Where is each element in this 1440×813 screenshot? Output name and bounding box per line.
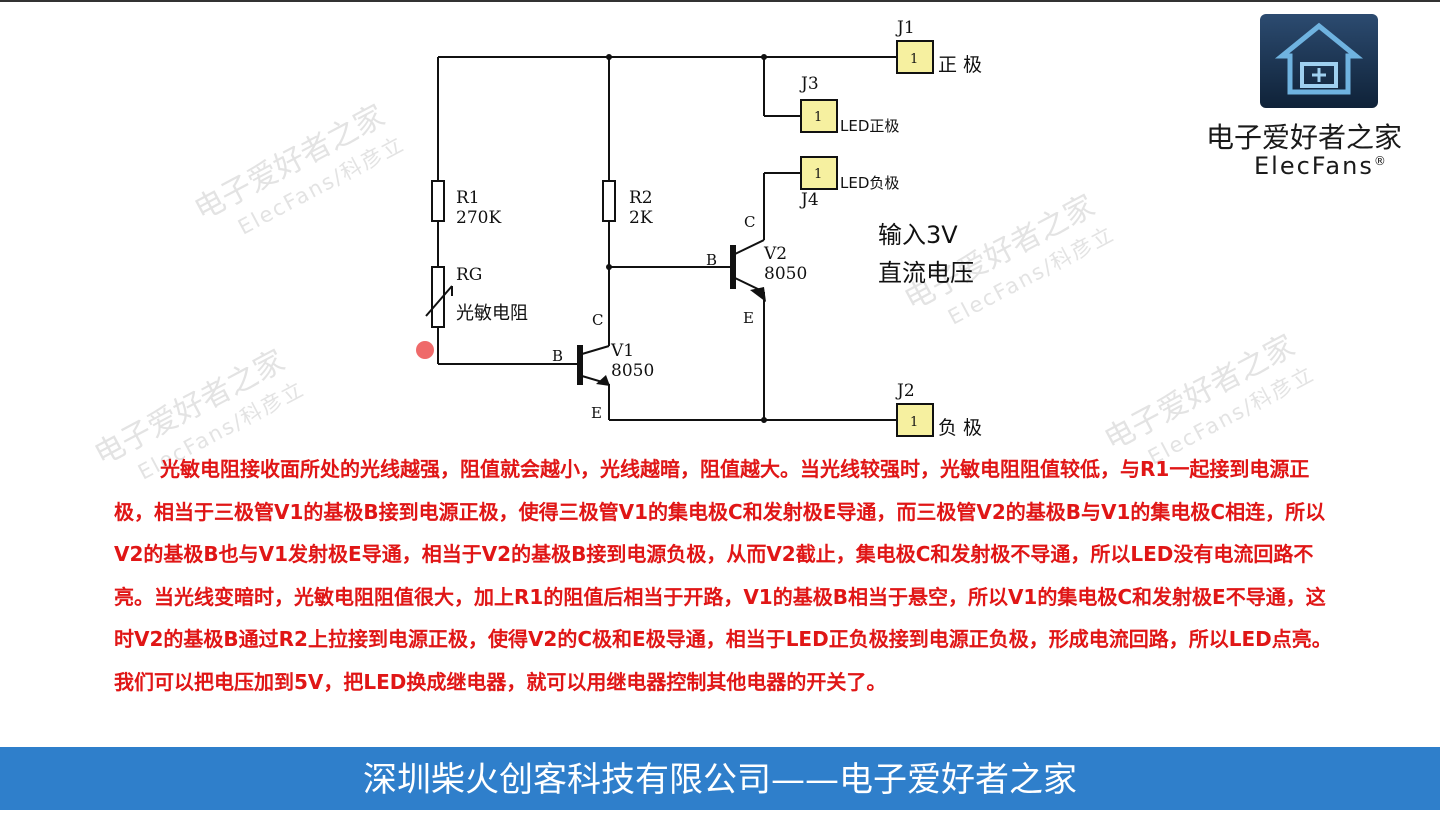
logo-title-en: ElecFans® (1254, 152, 1388, 180)
logo-en-text: ElecFans (1254, 152, 1374, 180)
junction-dots (606, 54, 767, 423)
house-chip-logo-icon (1260, 14, 1378, 108)
r1-value: 270K (456, 208, 501, 228)
v2-ref: V2 (763, 244, 787, 264)
photoresistor-rg (425, 266, 453, 328)
r2-ref: R2 (629, 188, 653, 208)
connector-j3-label: LED正极 (840, 117, 899, 135)
note-line1: 输入3V (878, 221, 958, 249)
v1-base-label: B (552, 347, 563, 365)
note-line2: 直流电压 (878, 259, 974, 287)
connector-j4 (800, 156, 838, 190)
r2-value: 2K (629, 208, 653, 228)
connector-j2-ref: J2 (895, 381, 915, 401)
r1-ref: R1 (456, 188, 480, 208)
connector-j1-ref: J1 (895, 18, 915, 38)
logo-registered-mark: ® (1373, 154, 1388, 168)
description-text: 光敏电阻接收面所处的光线越强，阻值就会越小，光线越暗，阻值越大。当光线较强时，光… (114, 457, 1332, 694)
circuit-schematic: J1 1 正 极 J3 1 LED正极 1 LED负极 J4 J2 1 负 极 … (416, 18, 982, 439)
connector-j4-label: LED负极 (840, 174, 899, 192)
resistor-r1 (431, 180, 445, 222)
connector-j4-pin: 1 (814, 167, 822, 182)
connector-j1 (896, 40, 934, 74)
cursor-dot (416, 341, 434, 359)
connector-j2-pin: 1 (910, 415, 918, 430)
v1-collector-label: C (592, 311, 603, 329)
v2-emitter-label: E (743, 309, 754, 327)
rg-label: 光敏电阻 (456, 303, 528, 324)
connector-j2-label: 负 极 (938, 417, 982, 439)
logo-title-cn: 电子爱好者之家 (1206, 121, 1403, 154)
v1-emitter-label: E (591, 404, 602, 422)
connector-j1-label: 正 极 (938, 54, 982, 76)
top-border (0, 0, 1440, 2)
connector-j3-ref: J3 (799, 74, 819, 94)
transistor-v2 (730, 245, 766, 302)
transistor-v1 (577, 345, 610, 386)
v1-value: 8050 (611, 361, 654, 381)
rg-ref: RG (456, 265, 482, 285)
v2-base-label: B (706, 251, 717, 269)
connector-j1-pin: 1 (910, 52, 918, 67)
resistor-r2 (602, 180, 616, 222)
v1-ref: V1 (610, 341, 634, 361)
footer-text: 深圳柴火创客科技有限公司——电子爱好者之家 (363, 760, 1077, 800)
v2-value: 8050 (764, 264, 807, 284)
footer-bar: 深圳柴火创客科技有限公司——电子爱好者之家 (0, 747, 1440, 810)
connector-j4-ref: J4 (799, 190, 819, 210)
v2-collector-label: C (744, 213, 755, 231)
wires (437, 56, 896, 421)
connector-j2 (896, 403, 934, 437)
connector-j3 (800, 99, 838, 133)
connector-j3-pin: 1 (814, 110, 822, 125)
